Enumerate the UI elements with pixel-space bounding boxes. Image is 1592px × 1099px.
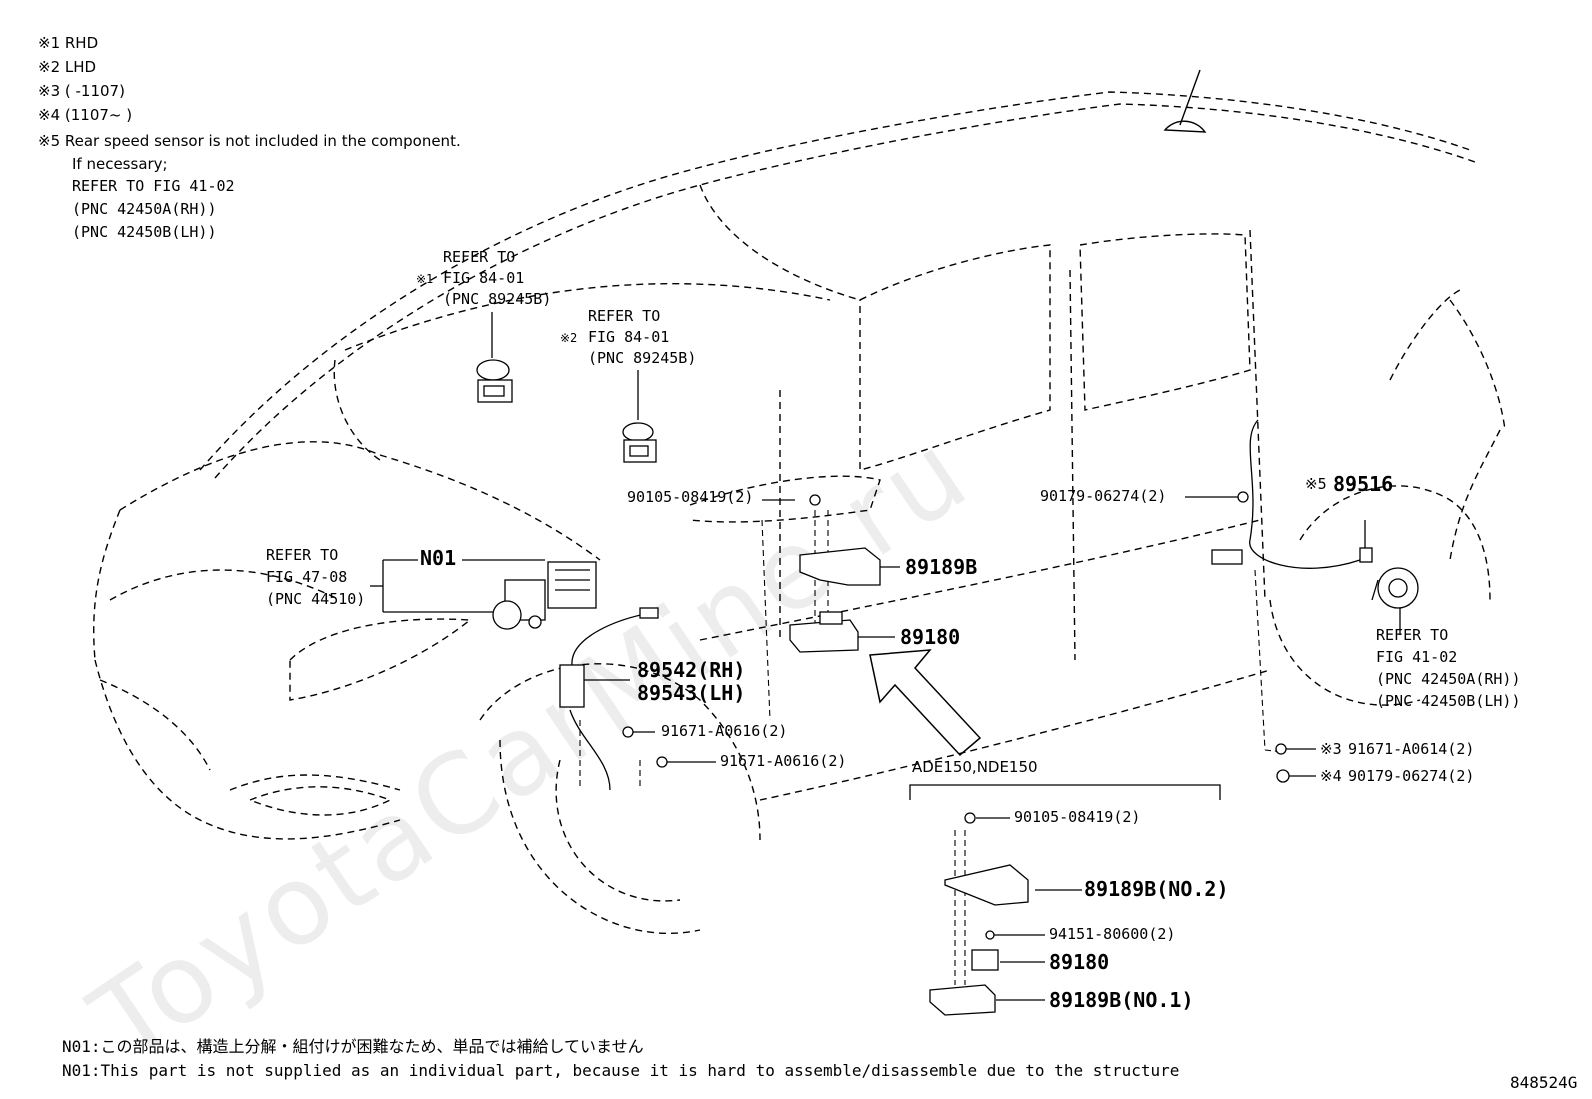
note-5-ref: REFER TO FIG 41-02 [72, 177, 235, 195]
ref-3-line-2: FIG 47-08 [266, 568, 348, 586]
leader-lines [370, 312, 1401, 1001]
part-shapes [476, 359, 1419, 1016]
ref-2-line-3: (PNC 89245B) [588, 349, 697, 367]
part-89516: 89516 [1333, 472, 1394, 496]
note-5-pnc-rh: (PNC 42450A(RH)) [72, 200, 217, 218]
inset-part-89189b-no1: 89189B(NO.1) [1049, 988, 1194, 1012]
ref-1-mark: ※1 [416, 272, 434, 286]
abs-actuator-icon [492, 561, 597, 630]
bolt-icon [1275, 743, 1287, 755]
note-5-pnc-lh: (PNC 42450B(LH)) [72, 223, 217, 241]
inset-bracket-no1-icon [929, 984, 996, 1016]
part-89189b: 89189B [905, 555, 978, 579]
part-90179-06274-upper: 90179-06274(2) [1040, 487, 1167, 505]
part-89542-rh: 89542(RH) [637, 658, 746, 682]
inset-title: ADE150,NDE150 [912, 758, 1038, 776]
yaw-sensor-lhd-icon [622, 422, 657, 463]
footer-note-en: N01:This part is not supplied as an indi… [62, 1061, 1180, 1080]
sensor-89180-icon [789, 611, 859, 653]
inset-bolt-icon [964, 812, 976, 824]
note-5-sub: If necessary; [72, 155, 168, 173]
part-90105-08419: 90105-08419(2) [627, 488, 754, 506]
ref-4-line-3: (PNC 42450A(RH)) [1376, 670, 1521, 688]
note-5: ※5 Rear speed sensor is not included in … [38, 132, 461, 150]
part-91671-a0616-lower: 91671-A0616(2) [720, 752, 847, 770]
inset-part-94151: 94151-80600(2) [1049, 925, 1176, 943]
ref-3-line-3: (PNC 44510) [266, 590, 366, 608]
car-outline [93, 69, 1506, 935]
front-speed-sensor-icon [559, 607, 668, 791]
rear-speed-sensor-icon [1211, 419, 1373, 569]
inset-sensor-89180-icon [971, 949, 999, 971]
ref-4-line-2: FIG 41-02 [1376, 648, 1458, 666]
inset-part-89189b-no2: 89189B(NO.2) [1084, 877, 1229, 901]
ref-2-line-2: FIG 84-01 [588, 328, 670, 346]
ref-3-line-1: REFER TO [266, 546, 339, 564]
ref-4-line-4: (PNC 42450B(LH)) [1376, 692, 1521, 710]
ref-4-line-1: REFER TO [1376, 626, 1449, 644]
ref-1-line-1: REFER TO [443, 248, 516, 266]
bracket-89189b-icon [799, 494, 881, 586]
ref-2-line-1: REFER TO [588, 307, 661, 325]
part-89543-lh: 89543(LH) [637, 681, 746, 705]
ref-1-line-2: FIG 84-01 [443, 269, 525, 287]
part-91671-a0614-mark: ※3 [1320, 740, 1342, 758]
note-1: ※1 RHD [38, 34, 99, 52]
note-4: ※4 (1107~ ) [38, 106, 133, 124]
figure-code: 848524G [1510, 1073, 1578, 1092]
inset-arrow [869, 649, 982, 757]
part-90179-06274-lower-mark: ※4 [1320, 767, 1342, 785]
ref-2-mark: ※2 [560, 331, 578, 345]
part-n01: N01 [420, 546, 457, 570]
part-89180: 89180 [900, 625, 961, 649]
inset-bracket-no2-icon [944, 864, 1029, 906]
yaw-sensor-rhd-icon [476, 359, 513, 403]
note-3: ※3 ( -1107) [38, 82, 125, 100]
inset-part-89180: 89180 [1049, 950, 1110, 974]
note-2: ※2 LHD [38, 58, 97, 76]
inset-nut-icon [985, 930, 995, 940]
part-90179-06274-lower: 90179-06274(2) [1348, 767, 1475, 785]
footer-note-jp: N01:この部品は、構造上分解・組付けが困難なため、単品では補給していません [62, 1037, 644, 1056]
inset-part-90105: 90105-08419(2) [1014, 808, 1141, 826]
ref-1-line-3: (PNC 89245B) [443, 290, 552, 308]
part-91671-a0616-upper: 91671-A0616(2) [661, 722, 788, 740]
rear-hub-icon [1371, 567, 1419, 609]
nut-icon [1276, 769, 1290, 783]
part-89516-mark: ※5 [1305, 475, 1327, 493]
assembly-guides [579, 510, 1284, 985]
part-91671-a0614: 91671-A0614(2) [1348, 740, 1475, 758]
